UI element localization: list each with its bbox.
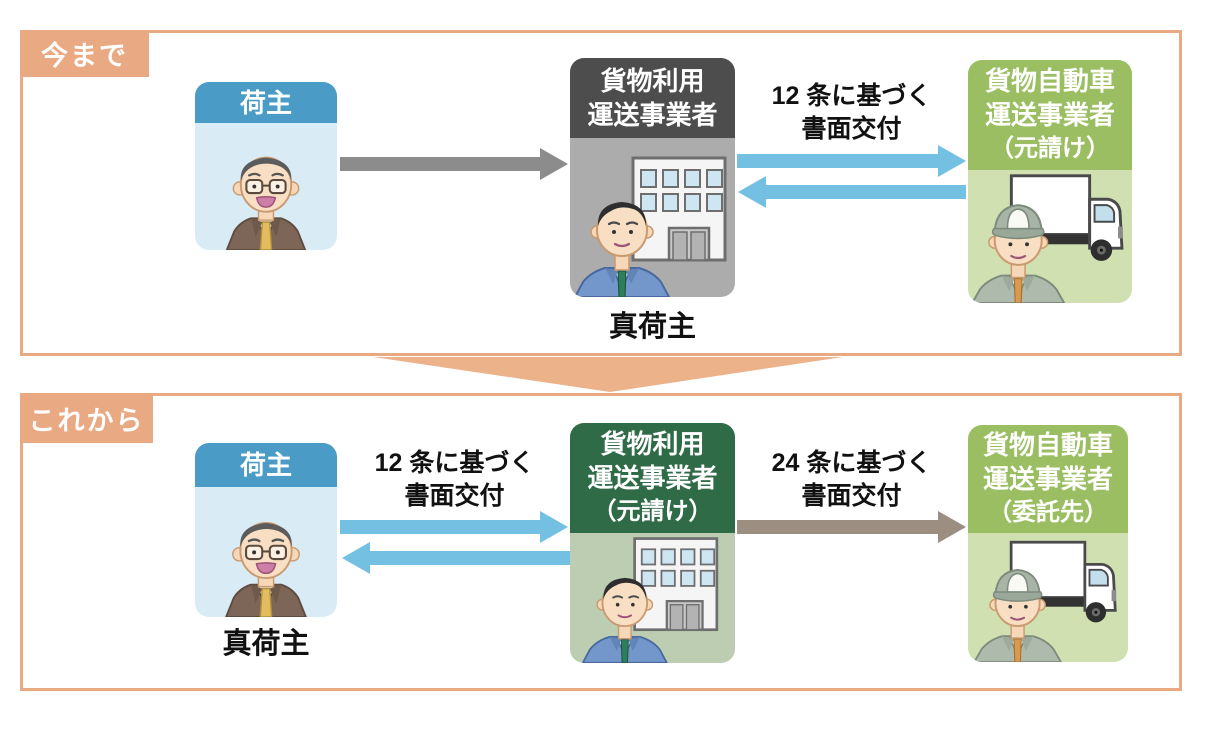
card-shipper-before-title: 荷主: [239, 87, 292, 118]
card-forwarder-before-body: [570, 138, 735, 297]
title-line: 貨物利用: [600, 429, 705, 459]
true-shipper-caption-after: 真荷主: [222, 628, 310, 660]
arrow-shaft: [370, 551, 570, 565]
tab-before-label: 今まで: [20, 30, 149, 77]
arrow-shaft: [340, 520, 540, 534]
card-carrier-after: 貨物自動車 運送事業者 （委託先）: [968, 425, 1128, 662]
doc-arrow-left-before: [738, 176, 966, 208]
office-building-icon office-worker-icon: [581, 533, 724, 663]
true-shipper-caption-before: 真荷主: [608, 311, 696, 343]
doc-arrow-right-after: [340, 511, 568, 543]
doc-label-line2: 書面交付: [801, 482, 902, 510]
title-line: 運送事業者: [982, 464, 1113, 494]
tab-after-text: これから: [28, 405, 145, 436]
consignment-arrow-after: [737, 511, 966, 543]
right-arrowhead-icon: [938, 511, 966, 543]
card-carrier-after-body: [968, 533, 1128, 662]
doc-exchange-label-before: 12 条に基づく 書面交付: [725, 80, 978, 146]
title-line: 運送事業者: [984, 100, 1115, 130]
doc-label-line1: 12 条に基づく: [374, 449, 535, 477]
card-shipper-before-body: [195, 123, 337, 250]
right-arrowhead-icon: [938, 145, 966, 177]
truck-icon truck-driver-icon: [974, 533, 1122, 662]
card-shipper-after-header: 荷主: [195, 443, 337, 487]
card-shipper-before-header: 荷主: [195, 82, 337, 123]
arrow-shaft: [340, 157, 540, 171]
right-arrowhead-icon: [540, 148, 568, 180]
doc-label-line2: 書面交付: [404, 482, 505, 510]
title-line: 運送事業者: [587, 100, 718, 130]
tab-after-label: これから: [20, 393, 153, 443]
card-carrier-before-body: [968, 170, 1132, 303]
card-carrier-after-header: 貨物自動車 運送事業者 （委託先）: [968, 425, 1128, 533]
title-line: （元請け）: [990, 135, 1110, 162]
title-line: （委託先）: [988, 499, 1108, 526]
card-forwarder-before: 貨物利用 運送事業者: [570, 58, 735, 297]
consignment-arrow-before: [340, 148, 568, 180]
title-line: 貨物利用: [600, 66, 705, 96]
left-arrowhead-icon: [342, 542, 370, 574]
arrow-shaft: [766, 185, 966, 199]
doc-arrow-right-before: [737, 145, 966, 177]
down-chevron-icon: [373, 357, 843, 392]
card-forwarder-after: 貨物利用 運送事業者 （元請け）: [570, 423, 735, 663]
card-shipper-after: 荷主: [195, 443, 337, 617]
doc-exchange-label-after-right: 24 条に基づく 書面交付: [725, 447, 978, 513]
left-arrowhead-icon: [738, 176, 766, 208]
title-line: （元請け）: [592, 498, 713, 525]
title-line: 貨物自動車: [984, 66, 1115, 96]
card-shipper-before: 荷主: [195, 82, 337, 250]
arrow-shaft: [737, 520, 938, 534]
card-carrier-before-header: 貨物自動車 運送事業者 （元請け）: [968, 60, 1132, 170]
card-shipper-after-body: [195, 487, 337, 617]
tab-before-text: 今まで: [41, 41, 128, 71]
card-shipper-after-title: 荷主: [239, 450, 292, 480]
card-forwarder-before-header: 貨物利用 運送事業者: [570, 58, 735, 138]
right-arrowhead-icon: [540, 511, 568, 543]
card-forwarder-after-body: [570, 533, 735, 663]
card-forwarder-after-header: 貨物利用 運送事業者 （元請け）: [570, 423, 735, 533]
card-carrier-before: 貨物自動車 運送事業者 （元請け）: [968, 60, 1132, 303]
doc-label-line1: 24 条に基づく: [771, 449, 932, 477]
title-line: 運送事業者: [587, 463, 718, 493]
title-line: 貨物自動車: [982, 430, 1113, 460]
shipper-man-icon: [210, 138, 322, 250]
doc-label-line2: 書面交付: [801, 115, 902, 143]
office-building-icon office-worker-icon: [573, 152, 733, 297]
doc-exchange-label-after-left: 12 条に基づく 書面交付: [328, 447, 581, 513]
arrow-shaft: [737, 154, 938, 168]
truck-icon truck-driver-icon: [972, 170, 1129, 303]
doc-arrow-left-after: [342, 542, 570, 574]
doc-label-line1: 12 条に基づく: [771, 82, 932, 110]
shipper-man-icon: [209, 503, 323, 617]
